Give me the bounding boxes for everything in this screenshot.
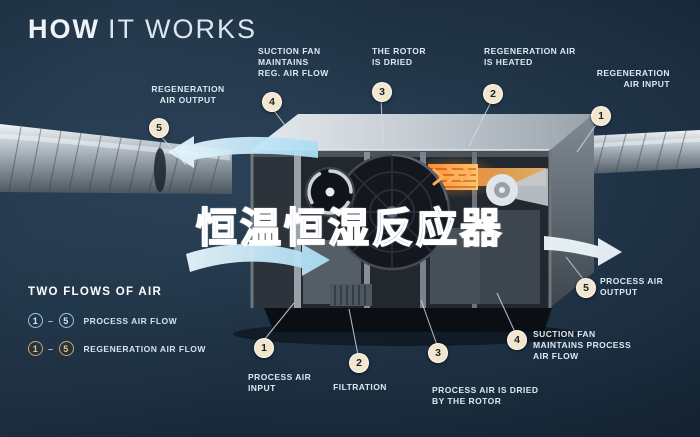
callout-label-rotor-is-dried: THE ROTOR IS DRIED [372,46,426,68]
legend-label-process: PROCESS AIR FLOW [83,315,178,326]
callout-label-filtration: FILTRATION [333,382,387,392]
machine-housing [250,114,594,332]
callout-badge-regeneration-1: 1 [591,106,611,126]
callout-label-process-air-output: PROCESS AIR OUTPUT [600,276,664,298]
callout-label-suction-fan-reg: SUCTION FAN MAINTAINS REG. AIR FLOW [258,46,329,79]
callout-badge-regeneration-3: 3 [372,82,392,102]
process-air-out-arrow [544,236,622,266]
filter-grille [330,284,372,306]
legend-badge-process-start: 1 [28,313,43,328]
callout-badge-regeneration-4: 4 [262,92,282,112]
legend-label-regeneration: REGENERATION AIR FLOW [83,343,206,354]
legend-badge-regeneration-start: 1 [28,341,43,356]
legend-badge-regeneration-end: 5 [58,341,74,356]
process-air-in-arrow [186,244,330,276]
title-word-how: HOW [28,14,100,44]
callout-label-process-air-input: PROCESS AIR INPUT [248,372,312,394]
callout-badge-process-3: 3 [428,343,448,363]
leader-lines [158,97,599,356]
callout-badge-process-2: 2 [349,353,369,373]
callout-label-suction-fan-process: SUCTION FAN MAINTAINS PROCESS AIR FLOW [533,329,632,362]
callout-badge-regeneration-5: 5 [149,118,169,138]
callout-badge-process-4: 4 [507,330,527,350]
callout-label-process-air-dried: PROCESS AIR IS DRIED BY THE ROTOR [432,385,539,407]
legend-heading: TWO FLOWS OF AIR [28,286,163,298]
desiccant-rotor [333,153,451,271]
legend: TWO FLOWS OF AIR 1 – 5 PROCESS AIR FLOW … [28,286,206,369]
legend-badge-process-end: 5 [58,313,74,328]
legend-row-regeneration: 1 – 5 REGENERATION AIR FLOW [28,341,206,356]
title-word-it-works: IT WORKS [107,14,257,44]
process-fan [486,168,548,206]
callout-badge-process-5: 5 [576,278,596,298]
callout-label-regeneration-air-output: REGENERATION AIR OUTPUT [151,84,225,106]
legend-range-separator-2: – [48,343,54,354]
regeneration-fan [305,167,355,217]
regeneration-air-out-arrow [168,136,318,168]
callout-label-regeneration-air-input: REGENERATION AIR INPUT [596,68,670,90]
legend-row-process: 1 – 5 PROCESS AIR FLOW [28,313,206,328]
callout-label-regeneration-air-heated: REGENERATION AIR IS HEATED [484,46,576,68]
heated-air-arrows [432,164,473,186]
watermark-text: 恒温恒湿反应器 [195,204,504,252]
legend-range-separator: – [48,315,54,326]
callout-badge-regeneration-2: 2 [483,84,503,104]
callout-badge-process-1: 1 [254,338,274,358]
